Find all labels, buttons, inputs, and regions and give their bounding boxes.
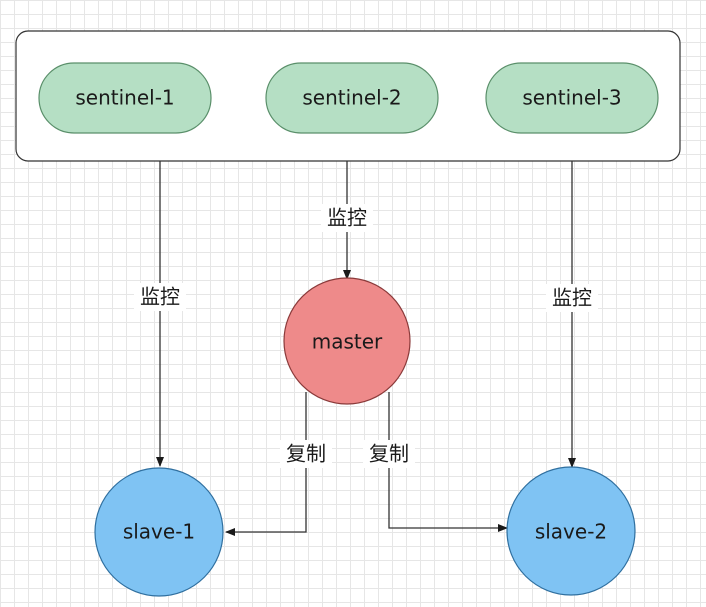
edge-label-bg bbox=[280, 440, 332, 468]
sentinel-1-label: sentinel-1 bbox=[75, 86, 174, 110]
edge-label-monitor-1: 监控 bbox=[140, 285, 180, 309]
sentinel-3-label: sentinel-3 bbox=[522, 86, 621, 110]
edge-label-replicate-2: 复制 bbox=[369, 442, 409, 466]
slave-2-label: slave-2 bbox=[535, 520, 607, 544]
sentinel-2-node[interactable]: sentinel-2 bbox=[265, 62, 439, 134]
slave-1-shape bbox=[94, 467, 224, 597]
master-shape bbox=[283, 277, 411, 405]
slave-2-node[interactable]: slave-2 bbox=[506, 466, 636, 596]
slave-1-node[interactable]: slave-1 bbox=[94, 467, 224, 597]
edge-label-bg bbox=[546, 284, 598, 312]
edge-label-monitor-3: 监控 bbox=[552, 286, 592, 310]
edge-label-monitor-2: 监控 bbox=[327, 206, 367, 230]
edge-label-bg bbox=[134, 283, 186, 311]
edge-label-replicate-1: 复制 bbox=[286, 442, 326, 466]
sentinel-1-shape bbox=[38, 62, 212, 134]
edge-label-bg bbox=[321, 204, 373, 232]
sentinel-2-shape bbox=[265, 62, 439, 134]
edge-master-to-slave2 bbox=[388, 392, 508, 532]
edge-master-to-slave1 bbox=[225, 392, 307, 536]
edge-label-bg bbox=[363, 440, 415, 468]
slave-1-label: slave-1 bbox=[123, 520, 195, 544]
slave-2-shape bbox=[506, 466, 636, 596]
sentinel-2-label: sentinel-2 bbox=[302, 86, 401, 110]
sentinel-3-node[interactable]: sentinel-3 bbox=[485, 62, 659, 134]
master-node[interactable]: master bbox=[283, 277, 411, 405]
master-label: master bbox=[312, 330, 383, 354]
sentinel-1-node[interactable]: sentinel-1 bbox=[38, 62, 212, 134]
sentinel-3-shape bbox=[485, 62, 659, 134]
